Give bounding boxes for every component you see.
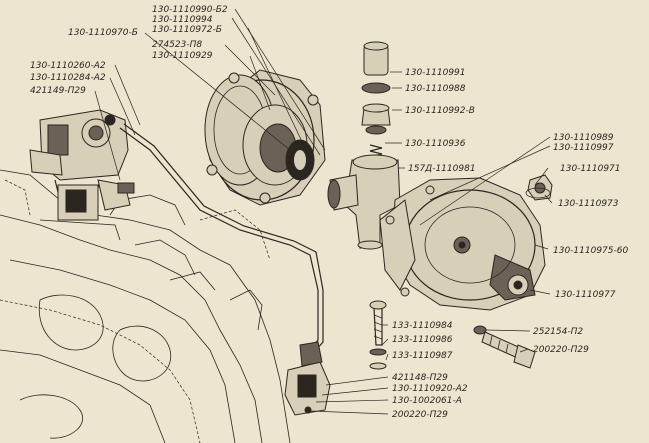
- part-labels: 130-1110990-Б2 130-1110994 130-1110972-Б…: [30, 5, 628, 420]
- label-part-20: 130-1110977: [555, 290, 616, 300]
- carburetor: [29, 109, 135, 241]
- vacuum-pipe: [119, 123, 324, 359]
- label-part-11: 130-1110988: [405, 84, 466, 94]
- label-part-01: 130-1110990-Б2: [152, 5, 228, 15]
- label-part-06: 130-1110970-Б: [68, 28, 138, 38]
- leader-lines: [94, 8, 553, 415]
- label-part-15: 130-1110989: [553, 133, 614, 143]
- label-part-26: 421148-П29: [392, 373, 448, 383]
- label-part-13: 130-1110936: [405, 139, 466, 149]
- label-part-09: 421149-П29: [30, 86, 86, 96]
- label-part-25: 133-1110987: [392, 351, 453, 361]
- label-part-05: 130-1110929: [152, 51, 213, 61]
- governor-sensor: [284, 341, 331, 416]
- label-part-19: 130-1110975-60: [553, 246, 628, 256]
- diaphragm-cover: [204, 69, 326, 206]
- label-part-10: 130-1110991: [405, 68, 466, 78]
- engine-block-outline: [0, 169, 291, 443]
- fitting-bolt: [473, 325, 536, 369]
- label-part-03: 130-1110972-Б: [152, 25, 222, 35]
- label-part-08: 130-1110284-А2: [30, 73, 106, 83]
- adjusting-screw: [369, 300, 387, 370]
- label-part-18: 130-1110973: [558, 199, 619, 209]
- label-part-27: 130-1110920-А2: [392, 384, 468, 394]
- label-part-23: 133-1110984: [392, 321, 453, 331]
- label-part-24: 133-1110986: [392, 335, 453, 345]
- label-part-22: 200220-П29: [533, 345, 589, 355]
- tee-housing: [327, 154, 401, 250]
- label-part-07: 130-1110260-А2: [30, 61, 106, 71]
- actuator-housing: [379, 177, 546, 311]
- valve-stack: [361, 41, 391, 164]
- label-part-16: 130-1110997: [553, 143, 614, 153]
- union-nut: [525, 174, 553, 201]
- label-part-12: 130-1110992-В: [405, 106, 475, 116]
- label-part-14: 157Д-1110981: [408, 164, 476, 174]
- label-part-29: 200220-П29: [392, 410, 448, 420]
- label-part-17: 130-1110971: [560, 164, 621, 174]
- label-part-21: 252154-П2: [533, 327, 583, 337]
- label-part-28: 130-1002061-А: [392, 396, 462, 406]
- label-part-04: 274523-П8: [152, 40, 202, 50]
- label-part-02: 130-1110994: [152, 15, 213, 25]
